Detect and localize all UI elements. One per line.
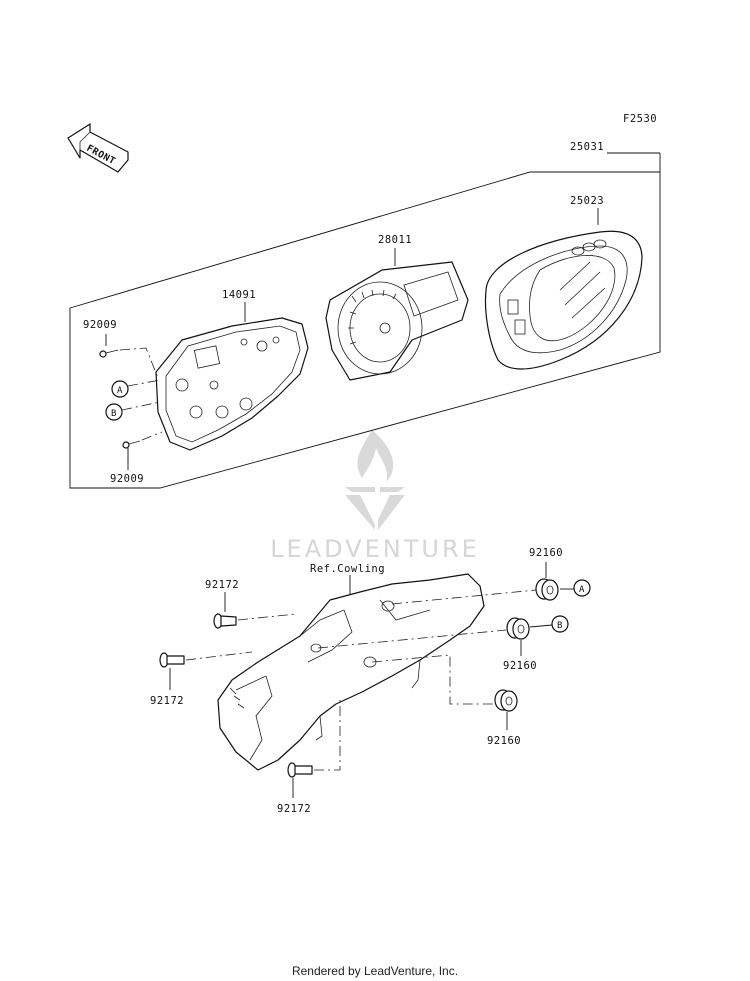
svg-text:B: B [557, 621, 563, 631]
part-number-assembly: 25031 [570, 141, 604, 153]
meter-cover [484, 230, 643, 370]
part-number-screw-top: 92009 [83, 319, 117, 331]
cowling-bracket [217, 573, 485, 771]
part-number-bolt-2: 92172 [150, 695, 184, 707]
dash-bolt-1 [237, 613, 297, 621]
dash-grommet-b [317, 629, 507, 649]
grommet-c [494, 689, 518, 712]
bolt-2 [159, 652, 185, 668]
dash-grommet-a [391, 589, 537, 605]
svg-text:A: A [117, 386, 123, 396]
part-number-grommet-c: 92160 [487, 735, 521, 747]
dash-grommet-c [371, 654, 494, 705]
part-number-bolt-1: 92172 [205, 579, 239, 591]
dash-bolt-2 [185, 651, 253, 661]
callout-a-bottom: A [560, 579, 591, 597]
part-number-cover: 25023 [570, 195, 604, 207]
dash-screw-top [119, 347, 159, 379]
grommet-b [506, 617, 530, 640]
part-number-bolt-3: 92172 [277, 803, 311, 815]
part-number-screw-bottom: 92009 [110, 473, 144, 485]
grommet-a [535, 578, 559, 601]
part-number-meter: 28011 [378, 234, 412, 246]
meter-unit [325, 261, 469, 381]
dash-bolt-3 [314, 700, 341, 771]
ref-cowling-note: Ref.Cowling [310, 563, 385, 575]
svg-text:A: A [579, 585, 585, 595]
callout-b-top: B [105, 401, 161, 421]
meter-case [155, 317, 309, 451]
watermark-logo [345, 430, 405, 530]
callout-b-bottom: B [529, 615, 569, 633]
part-number-grommet-b: 92160 [503, 660, 537, 672]
screw-top [99, 349, 119, 358]
svg-text:B: B [111, 409, 117, 419]
bolt-1 [213, 613, 237, 629]
dash-screw-bottom [141, 431, 163, 441]
figure-code: F2530 [623, 113, 657, 125]
screw-bottom [122, 440, 141, 449]
front-arrow-icon: FRONT [67, 123, 129, 173]
footer-credit: Rendered by LeadVenture, Inc. [292, 964, 458, 978]
bolt-3 [287, 762, 313, 778]
callout-a-top: A [111, 379, 161, 398]
part-number-grommet-a: 92160 [529, 547, 563, 559]
assembly-bracket [69, 152, 661, 489]
part-number-case: 14091 [222, 289, 256, 301]
watermark-text: LEADVENTURE [270, 535, 480, 563]
